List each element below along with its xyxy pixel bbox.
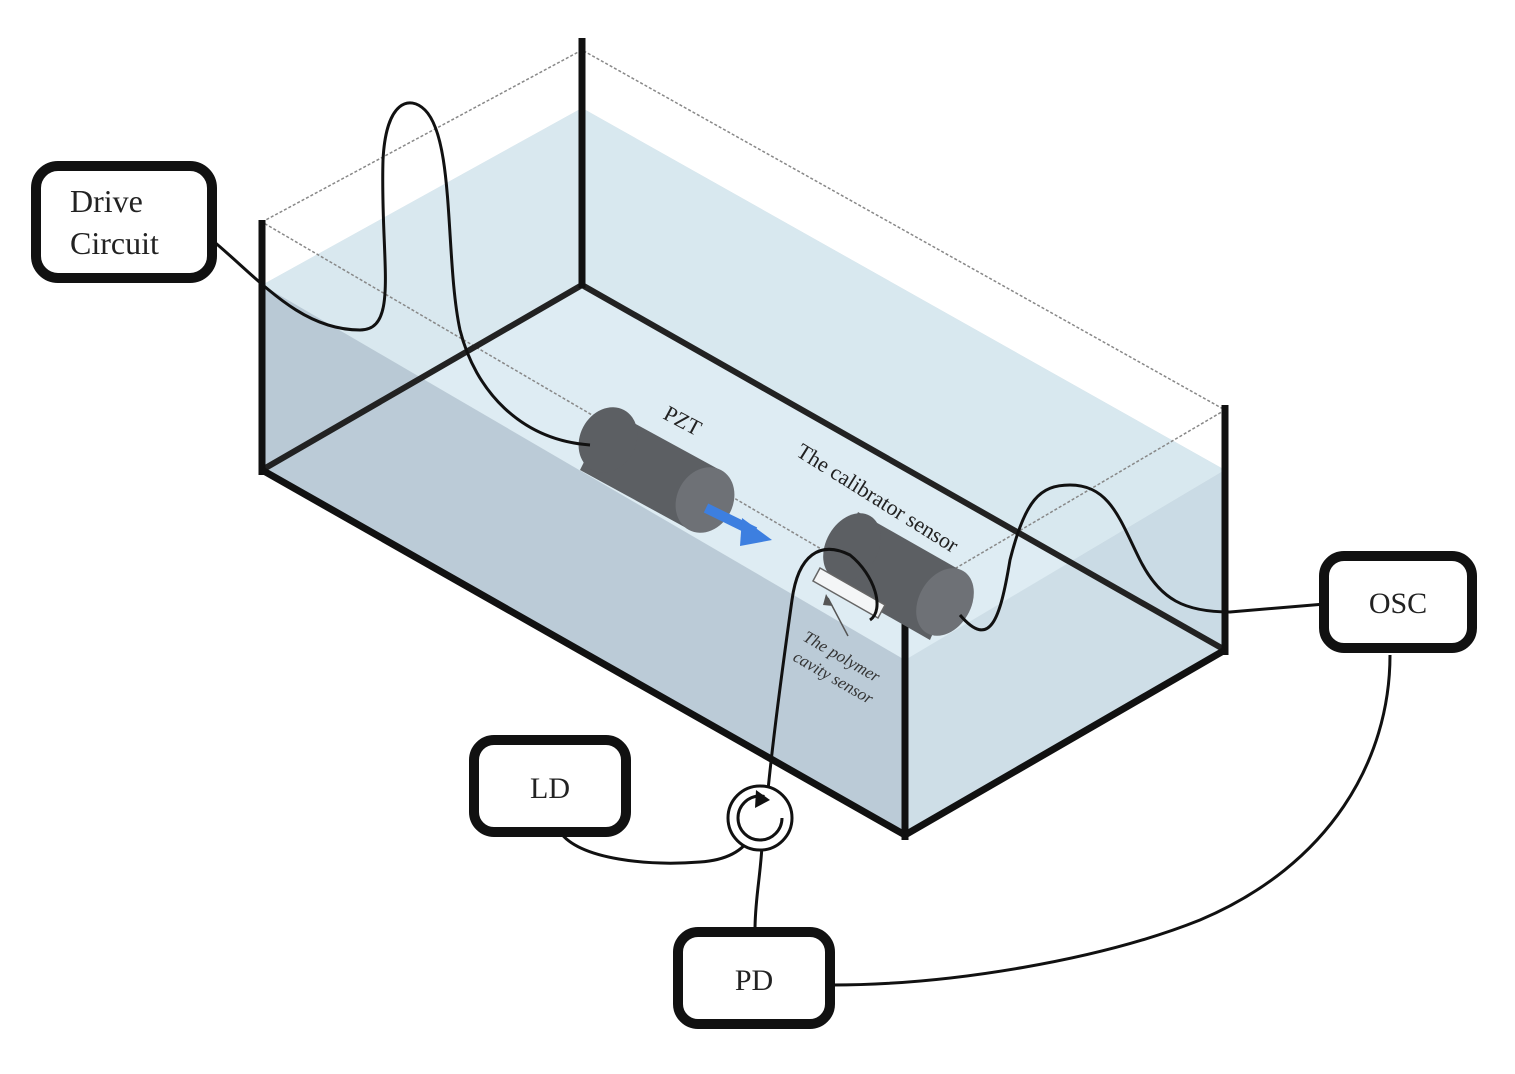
tank-bottom-front-edge bbox=[260, 466, 907, 839]
optical-circulator bbox=[726, 784, 794, 852]
drive-circuit-label-line2: Circuit bbox=[70, 225, 159, 261]
water-tank bbox=[258, 38, 1229, 840]
tank-inner-edge-left bbox=[260, 282, 584, 473]
osc-label: OSC bbox=[1369, 587, 1427, 620]
cable-calibrator-to-osc bbox=[958, 483, 1326, 632]
fiber-circulator-to-pd bbox=[753, 845, 764, 931]
pd-box: PD bbox=[673, 927, 835, 1029]
drive-circuit-label-line1: Drive bbox=[70, 183, 143, 219]
tank-bottom-right-edge bbox=[903, 646, 1227, 839]
ld-box: LD bbox=[469, 735, 631, 837]
fiber-ld-to-circulator bbox=[558, 831, 754, 865]
ld-label: LD bbox=[530, 772, 570, 805]
fiber-sensor-to-circulator bbox=[766, 547, 879, 791]
osc-box: OSC bbox=[1319, 551, 1477, 653]
wave-direction-arrow bbox=[703, 503, 772, 546]
water-side-face bbox=[905, 470, 1225, 835]
pd-label: PD bbox=[735, 964, 773, 997]
water-front-face bbox=[262, 285, 905, 835]
cable-pd-to-osc bbox=[831, 654, 1392, 987]
cable-drive-to-pzt bbox=[211, 101, 591, 447]
tank-inner-edge bbox=[580, 282, 1227, 653]
cables bbox=[211, 101, 1392, 987]
water-surface bbox=[262, 108, 1225, 660]
drive-circuit-box: Drive Circuit bbox=[31, 161, 217, 283]
